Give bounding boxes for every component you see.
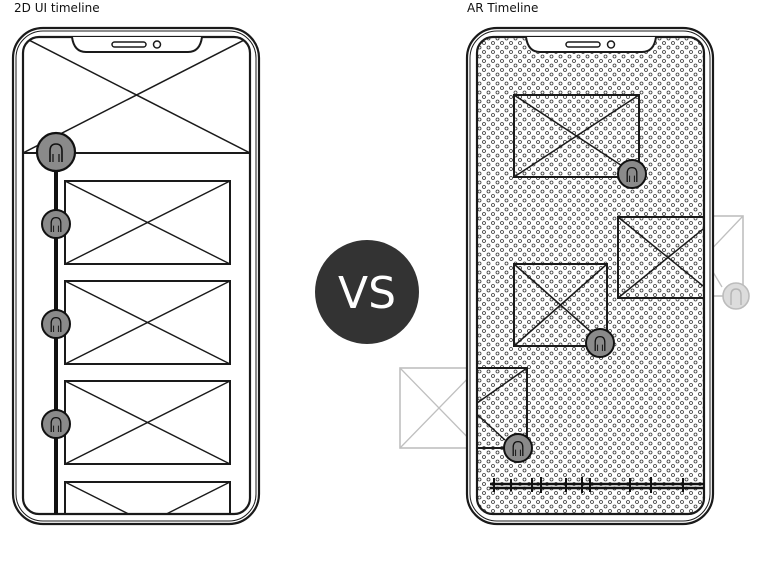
- phone-notch: [525, 36, 657, 53]
- camera-dot: [606, 40, 616, 49]
- user-avatar-icon: [41, 209, 71, 239]
- phone-ar: [465, 26, 715, 526]
- user-avatar-icon: [35, 131, 77, 173]
- user-avatar-icon[interactable]: [585, 328, 615, 358]
- ar-card: [477, 367, 528, 449]
- user-avatar-icon[interactable]: [503, 433, 533, 463]
- phone-2d-ui: [11, 26, 261, 526]
- vs-badge: VS: [315, 240, 419, 344]
- vs-label: VS: [338, 268, 396, 319]
- speaker-slot: [111, 41, 147, 48]
- user-avatar-icon[interactable]: [617, 159, 647, 189]
- caption-2d-ui-timeline: 2D UI timeline: [14, 1, 100, 15]
- speaker-slot: [565, 41, 601, 48]
- camera-dot: [152, 40, 162, 49]
- timeline-scrubber[interactable]: [490, 477, 704, 493]
- user-avatar-icon: [41, 409, 71, 439]
- ar-card: [513, 94, 640, 178]
- timeline-card: [64, 481, 231, 514]
- ghost-avatar-icon: [722, 282, 750, 310]
- user-avatar-icon: [41, 309, 71, 339]
- ar-card: [617, 216, 704, 299]
- caption-ar-timeline: AR Timeline: [467, 1, 539, 15]
- phone-notch: [71, 36, 203, 53]
